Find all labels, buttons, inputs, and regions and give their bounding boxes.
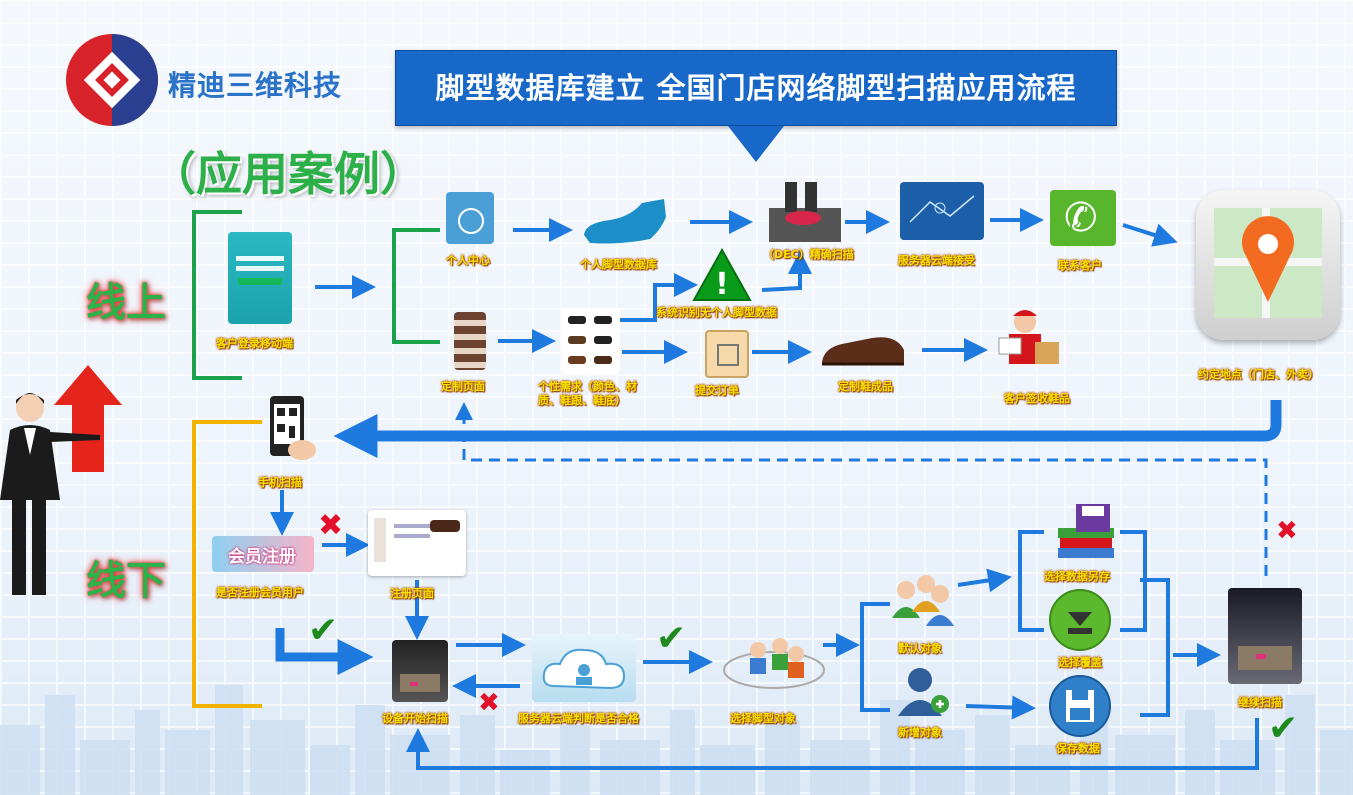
no-data-label: 系统识别无个人脚型数据 [656,306,777,319]
city-skyline [0,685,1353,795]
personal-center-label: 个人中心 [446,254,490,267]
contact-customer-label: 联系客户 [1058,259,1102,272]
member-badge-text: 会员注册 [228,547,296,567]
company-name: 精迪三维科技 [168,69,343,102]
title-banner: 脚型数据库建立 全国门店网络脚型扫描应用流程 [395,50,1117,126]
cloud-users-icon [532,634,636,702]
register-page-label: 注册页面 [390,587,434,600]
select-object-label: 选择脚型对象 [730,712,796,725]
warning-icon: ! [692,248,752,302]
check-mark-icon: ✔ [656,618,687,659]
dec-scanner-icon [769,182,841,242]
submit-order-label: 提交订单 [695,384,739,397]
foot-model-icon [584,199,666,244]
scanner-device-icon [392,640,448,702]
save-as-database-icon [1058,504,1114,558]
save-disk-icon [1049,675,1111,737]
cross-mark-icon: ✖ [1276,516,1298,546]
custom-page-label: 定制页面 [441,380,485,393]
personal-center-icon [446,192,494,244]
order-clipboard-icon [705,330,749,378]
default-object-label: 默认对象 [898,642,942,655]
default-object-users-icon [892,575,954,626]
save-as-label: 选择数据另存 [1044,570,1110,583]
map-location-icon [1196,190,1340,340]
shoe-options-icon [562,308,620,374]
cross-mark-icon: ✖ [318,508,344,543]
check-mark-icon: ✔ [308,610,339,651]
cloud-judge-label: 服务器云端判断是否合格 [518,712,639,725]
phone-qr-scan-icon [270,396,316,460]
case-subtitle: （应用案例） [150,147,426,201]
offline-section-label: 线下 [86,557,166,604]
cloud-receive-label: 服务器云端接受 [898,254,975,267]
continue-scan-label: 继续扫描 [1238,696,1282,709]
register-page-screen-icon [368,510,466,576]
finished-shoes-label: 定制鞋成品 [838,380,893,393]
company-logo [66,34,158,126]
member-register-badge: 会员注册 [212,536,314,572]
banner-title: 脚型数据库建立 全国门店网络脚型扫描应用流程 [435,71,1077,105]
select-cover-label: 选择覆盖 [1058,656,1102,669]
mobile-login-screen-icon [228,232,292,324]
businesswoman-figure [0,365,122,595]
select-object-people-icon [723,638,825,689]
finished-shoe-icon [822,337,904,366]
fixed-point-label: 约定地点（门店、外卖） [1198,368,1319,381]
login-label: 客户登录移动端 [216,337,293,350]
delivery-man-icon [998,310,1059,364]
online-section-label: 线上 [86,279,166,326]
new-object-label: 新增对象 [898,726,942,739]
customer-receive-label: 客户签收鞋品 [1004,392,1070,405]
dec-scan-label: （DEC）精确扫描 [763,248,854,261]
phone-contact-icon: ✆ [1050,190,1116,246]
custom-page-icon [454,312,486,370]
device-start-label: 设备开始扫描 [382,712,448,725]
svg-text:!: ! [715,267,729,302]
continue-scan-device-icon [1228,588,1302,684]
cloud-blueprint-icon [900,182,984,240]
personal-need-label: 个性需求（颜色、材质、鞋跟、鞋底） [538,380,637,407]
member-check-label: 是否注册会员用户 [216,586,304,599]
phone-scan-label: 手机扫描 [258,476,302,489]
download-cover-icon [1049,589,1111,651]
check-mark-icon: ✔ [1268,708,1299,749]
save-data-label: 保存数据 [1056,742,1100,755]
new-object-user-icon [898,668,949,716]
personal-db-label: 个人脚型数据库 [580,258,657,271]
banner-down-arrow-icon [728,126,784,162]
cross-mark-icon: ✖ [478,688,500,718]
